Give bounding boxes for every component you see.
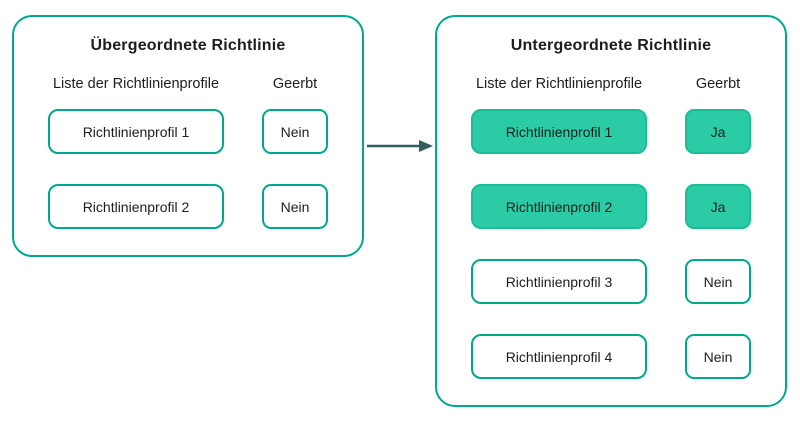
profile-box: Richtlinienprofil 2	[48, 184, 224, 229]
profile-box: Richtlinienprofil 3	[471, 259, 647, 304]
inherited-badge: Ja	[685, 109, 751, 154]
profile-box-inherited: Richtlinienprofil 1	[471, 109, 647, 154]
parent-policy-panel: Übergeordnete Richtlinie Liste der Richt…	[12, 15, 364, 257]
child-row-1: Richtlinienprofil 1 Ja	[471, 109, 751, 154]
profile-box: Richtlinienprofil 1	[48, 109, 224, 154]
parent-row-2: Richtlinienprofil 2 Nein	[48, 184, 328, 229]
column-header-profiles: Liste der Richtlinienprofile	[475, 76, 643, 92]
column-header-profiles: Liste der Richtlinienprofile	[52, 76, 220, 92]
inherited-badge: Nein	[685, 334, 751, 379]
inherited-badge: Nein	[262, 184, 328, 229]
profile-box: Richtlinienprofil 4	[471, 334, 647, 379]
parent-row-1: Richtlinienprofil 1 Nein	[48, 109, 328, 154]
profile-box-inherited: Richtlinienprofil 2	[471, 184, 647, 229]
inherited-badge: Ja	[685, 184, 751, 229]
child-policy-panel: Untergeordnete Richtlinie Liste der Rich…	[435, 15, 787, 407]
right-arrow-icon	[367, 136, 433, 156]
child-panel-title: Untergeordnete Richtlinie	[510, 37, 712, 54]
parent-column-headers: Liste der Richtlinienprofile Geerbt	[48, 76, 328, 92]
inherited-badge: Nein	[262, 109, 328, 154]
column-header-inherited: Geerbt	[272, 76, 318, 92]
child-column-headers: Liste der Richtlinienprofile Geerbt	[471, 76, 751, 92]
child-row-4: Richtlinienprofil 4 Nein	[471, 334, 751, 379]
parent-panel-title: Übergeordnete Richtlinie	[90, 37, 286, 54]
inherited-badge: Nein	[685, 259, 751, 304]
column-header-inherited: Geerbt	[695, 76, 741, 92]
child-row-2: Richtlinienprofil 2 Ja	[471, 184, 751, 229]
child-row-3: Richtlinienprofil 3 Nein	[471, 259, 751, 304]
